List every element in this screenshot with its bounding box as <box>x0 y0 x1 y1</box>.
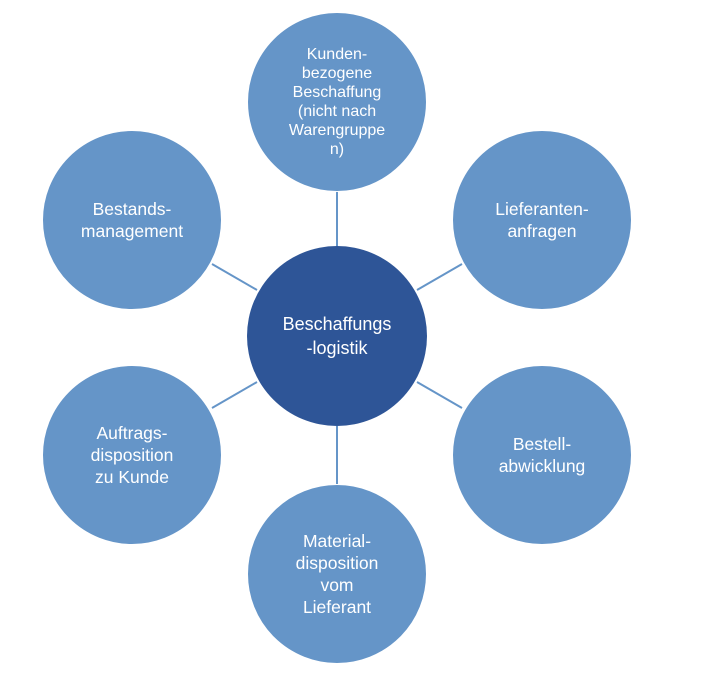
node-label: Material- disposition vom Lieferant <box>295 531 379 617</box>
node-label: Bestell- abwicklung <box>498 434 586 476</box>
node-bestandsmanagement: Bestands- management <box>42 130 222 310</box>
node-materialdisposition: Material- disposition vom Lieferant <box>247 484 427 664</box>
connector-lower-right <box>416 381 463 409</box>
node-label: Lieferanten- anfragen <box>495 199 589 241</box>
node-label: Bestands- management <box>80 199 184 241</box>
node-kundenbezogene-beschaffung: Kunden- bezogene Beschaffung (nicht nach… <box>247 12 427 192</box>
connector-upper-left <box>211 263 258 291</box>
node-label: Kunden- bezogene Beschaffung (nicht nach… <box>288 46 386 158</box>
connector-upper-right <box>416 263 463 291</box>
node-beschaffungslogistik-center: Beschaffungs -logistik <box>247 246 427 426</box>
center-label: Beschaffungs -logistik <box>282 314 392 358</box>
node-lieferantenanfragen: Lieferanten- anfragen <box>452 130 632 310</box>
node-bestellabwicklung: Bestell- abwicklung <box>452 365 632 545</box>
node-label: Auftrags- disposition zu Kunde <box>90 423 174 487</box>
connector-lower-left <box>211 381 258 409</box>
node-auftragsdisposition: Auftrags- disposition zu Kunde <box>42 365 222 545</box>
